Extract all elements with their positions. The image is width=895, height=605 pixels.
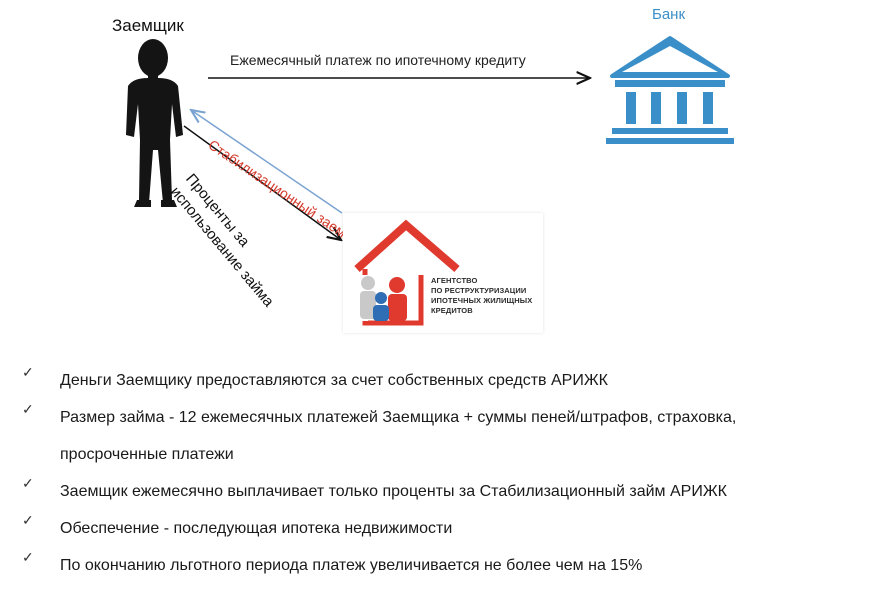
checkmark-icon: ✓: [22, 549, 34, 565]
checkmark-icon: ✓: [22, 512, 34, 528]
list-item: ✓ Размер займа - 12 ежемесячных платежей…: [22, 399, 882, 436]
diagram-canvas: [126, 36, 734, 360]
list-item: ✓ Заемщик ежемесячно выплачивает только …: [22, 473, 882, 510]
list-item: ✓ Обеспечение - последующая ипотека недв…: [22, 510, 882, 547]
checkmark-icon: ✓: [22, 364, 34, 380]
bank-label: Банк: [652, 6, 686, 23]
agency-logo: АГЕНТСТВО ПО РЕСТРУКТУРИЗАЦИИ ИПОТЕЧНЫХ …: [343, 213, 543, 333]
list-item-text: По окончанию льготного периода платеж ув…: [60, 557, 643, 574]
loan-arrow: [191, 110, 343, 214]
agency-house-icon: [354, 219, 460, 326]
checkmark-icon: ✓: [22, 401, 34, 417]
bullet-list: ✓ Деньги Заемщику предоставляются за сче…: [22, 362, 882, 584]
agency-name-line2: ПО РЕСТРУКТУРИЗАЦИИ: [431, 286, 527, 295]
agency-name: АГЕНТСТВО ПО РЕСТРУКТУРИЗАЦИИ ИПОТЕЧНЫХ …: [431, 276, 532, 316]
list-item-text: Деньги Заемщику предоставляются за счет …: [60, 372, 608, 389]
payment-arrow-label: Ежемесячный платеж по ипотечному кредиту: [230, 52, 526, 68]
agency-name-line1: АГЕНТСТВО: [431, 276, 478, 285]
list-item-continuation: просроченные платежи: [22, 436, 882, 473]
list-item-text: Размер займа - 12 ежемесячных платежей З…: [60, 409, 737, 426]
checkmark-placeholder: [22, 436, 60, 473]
list-item-text: просроченные платежи: [60, 446, 234, 463]
bank-building-icon: [606, 36, 734, 144]
list-item: ✓ Деньги Заемщику предоставляются за сче…: [22, 362, 882, 399]
borrower-silhouette-icon: [126, 39, 183, 207]
list-item-text: Обеспечение - последующая ипотека недвиж…: [60, 520, 453, 537]
list-item: ✓ По окончанию льготного периода платеж …: [22, 547, 882, 584]
agency-name-line4: КРЕДИТОВ: [431, 306, 473, 315]
agency-name-line3: ИПОТЕЧНЫХ ЖИЛИЩНЫХ: [431, 296, 533, 305]
checkmark-icon: ✓: [22, 475, 34, 491]
interest-arrow: [183, 125, 341, 240]
borrower-label: Заемщик: [112, 16, 184, 35]
list-item-text: Заемщик ежемесячно выплачивает только пр…: [60, 483, 727, 500]
